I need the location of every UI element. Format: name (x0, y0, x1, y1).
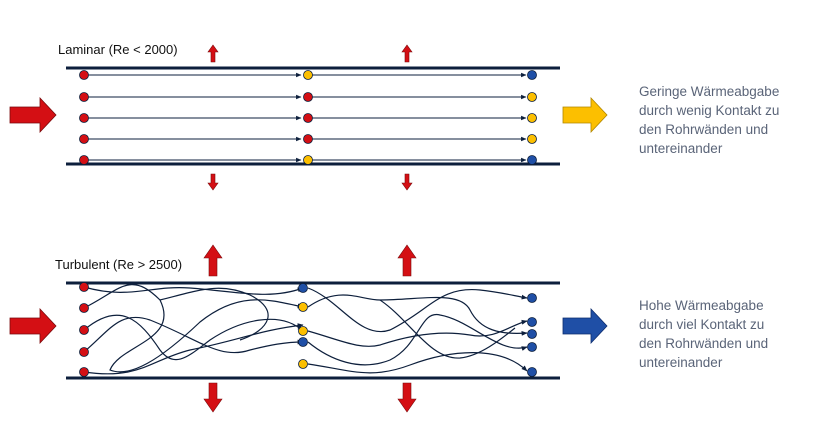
hot-particle (79, 303, 89, 313)
heat-loss-down-arrow (397, 382, 417, 413)
warm-particle (298, 359, 308, 369)
laminar-particles (79, 70, 537, 165)
laminar-pipe (66, 66, 560, 166)
turbulent-particles (79, 282, 537, 377)
laminar-inlet-arrow (9, 96, 57, 134)
heat-loss-up-arrow (397, 244, 417, 277)
turbulent-flow-path (307, 314, 528, 366)
laminar-description: Geringe Wärmeabgabe durch wenig Kontakt … (639, 82, 779, 158)
description-line: durch viel Kontakt zu (639, 317, 765, 332)
turbulent-heat-arrows (203, 244, 417, 413)
laminar-outlet-arrow (562, 96, 608, 134)
laminar-title: Laminar (Re < 2000) (58, 42, 178, 57)
heat-loss-up-arrow (207, 44, 219, 63)
warm-particle (527, 113, 537, 123)
description-line: untereinander (639, 141, 723, 156)
hot-particle (79, 70, 89, 80)
hot-particle (79, 113, 89, 123)
hot-particle (303, 113, 313, 123)
turbulent-flow-path (83, 284, 304, 373)
cool-particle (527, 155, 537, 165)
description-line: Hohe Wärmeabgabe (639, 298, 764, 313)
cool-particle (527, 329, 537, 339)
hot-particle (79, 155, 89, 165)
turbulent-flow-path (83, 323, 304, 375)
turbulent-flow-path (307, 352, 528, 374)
turbulent-flow-path (83, 314, 304, 361)
hot-particle (79, 92, 89, 102)
turbulent-outlet-arrow (562, 307, 608, 345)
heat-loss-up-arrow (401, 44, 413, 63)
warm-particle (303, 155, 313, 165)
description-line: den Rohrwänden und (639, 122, 769, 137)
turbulent-description: Hohe Wärmeabgabe durch viel Kontakt zu d… (639, 296, 768, 372)
turbulent-flow-path (379, 299, 516, 359)
turbulent-flow-path (159, 287, 269, 341)
warm-particle (527, 134, 537, 144)
turbulent-flow-path (307, 319, 528, 347)
turbulent-flow-path (83, 286, 304, 295)
turbulent-flow-path (307, 294, 528, 336)
heat-loss-up-arrow (203, 244, 223, 277)
turbulent-flow-paths (83, 284, 528, 375)
warm-particle (298, 302, 308, 312)
hot-particle (79, 347, 89, 357)
laminar-flow-lines (84, 72, 527, 163)
turbulent-pipe (66, 281, 560, 380)
description-line: den Rohrwänden und (639, 336, 769, 351)
hot-particle (79, 367, 89, 377)
warm-particle (298, 326, 308, 336)
cool-particle (527, 342, 537, 352)
cool-particle (298, 337, 308, 347)
turbulent-flow-path (307, 287, 528, 333)
hot-particle (79, 325, 89, 335)
heat-loss-down-arrow (401, 173, 413, 191)
turbulent-flow-path (83, 316, 304, 354)
cool-particle (527, 70, 537, 80)
cool-particle (298, 283, 308, 293)
hot-particle (79, 134, 89, 144)
heat-loss-down-arrow (203, 382, 223, 413)
warm-particle (303, 70, 313, 80)
laminar-heat-arrows (207, 44, 413, 191)
warm-particle (527, 92, 537, 102)
hot-particle (79, 282, 89, 292)
turbulent-title: Turbulent (Re > 2500) (55, 257, 183, 272)
hot-particle (303, 134, 313, 144)
heat-loss-down-arrow (207, 173, 219, 191)
description-line: durch wenig Kontakt zu (639, 103, 780, 118)
description-line: untereinander (639, 355, 723, 370)
hot-particle (303, 92, 313, 102)
cool-particle (527, 293, 537, 303)
description-line: Geringe Wärmeabgabe (639, 84, 780, 99)
cool-particle (527, 367, 537, 377)
turbulent-inlet-arrow (9, 307, 57, 345)
cool-particle (527, 317, 537, 327)
